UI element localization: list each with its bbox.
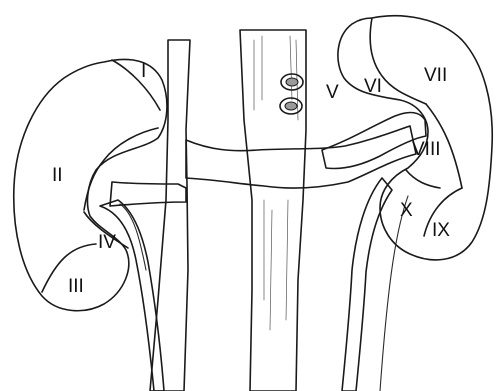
renal-artery (322, 113, 426, 169)
segment-label-III: III (68, 276, 84, 297)
segment-labels: I II III IV V VI VII VIII IX X (52, 61, 450, 297)
right-lower-vessel (380, 196, 408, 391)
segment-label-VIII: VIII (412, 139, 441, 160)
vena-cava (150, 40, 190, 391)
segment-label-VII: VII (424, 65, 447, 86)
segment-label-IV: IV (98, 232, 116, 253)
left-ureter (100, 200, 164, 391)
right-kidney (338, 16, 492, 391)
segment-label-I: I (141, 61, 146, 82)
right-ureter (342, 178, 392, 391)
left-kidney (14, 59, 167, 391)
segment-label-X: X (400, 200, 413, 221)
segment-label-V: V (326, 82, 339, 103)
segment-label-II: II (52, 165, 63, 186)
segment-label-IX: IX (432, 220, 450, 241)
segment-label-VI: VI (364, 76, 382, 97)
